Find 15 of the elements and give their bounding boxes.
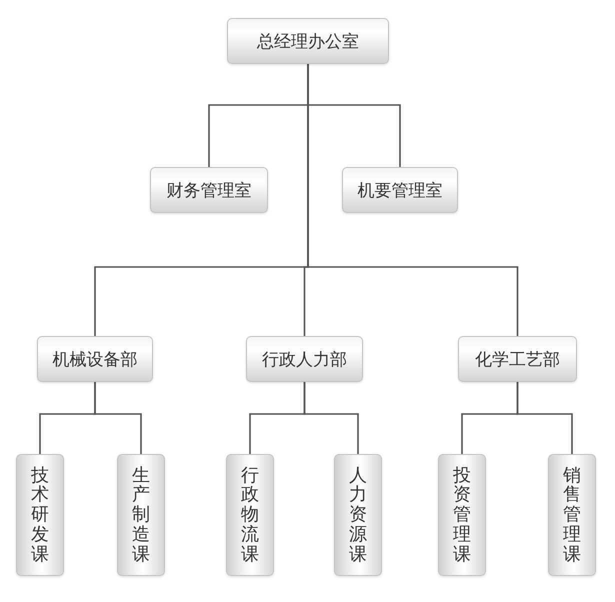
connector-line: [516, 382, 573, 454]
section-box: 技术研发课: [16, 454, 64, 576]
section-box: 生产制造课: [117, 454, 165, 576]
department-box: 机械设备部: [37, 336, 153, 382]
section-box: 销售管理课: [548, 454, 596, 576]
department-box: 行政人力部: [246, 336, 363, 382]
department-box: 化学工艺部: [458, 336, 577, 382]
section-box: 行政物流课: [226, 454, 274, 576]
department-box: 总经理办公室: [227, 18, 389, 64]
section-box: 投资管理课: [438, 454, 486, 576]
department-box: 财务管理室: [150, 167, 268, 213]
connector-line: [304, 382, 359, 454]
department-box: 机要管理室: [342, 167, 458, 213]
section-box: 人力资源课: [334, 454, 382, 576]
connector-line: [94, 382, 142, 454]
